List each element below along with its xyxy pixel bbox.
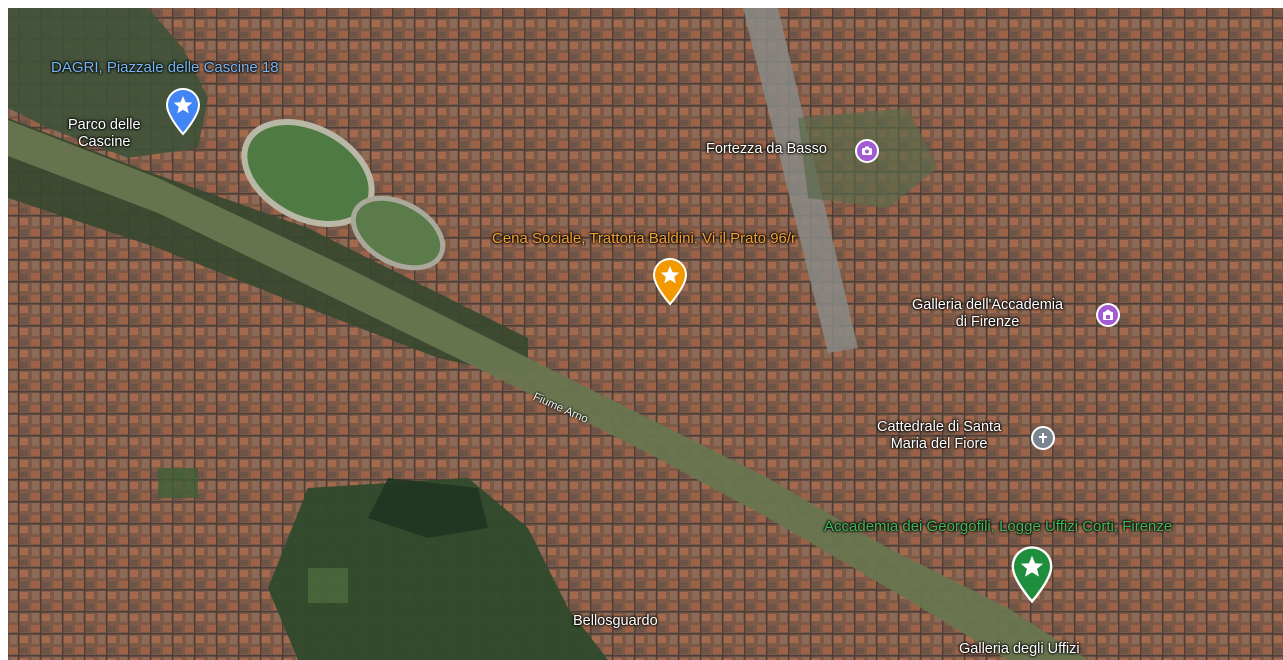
museum-icon[interactable] bbox=[855, 139, 879, 163]
place-label-fortezza-da-basso[interactable]: Fortezza da Basso bbox=[706, 141, 827, 157]
pin-marker-icon bbox=[165, 88, 201, 136]
place-label-galleria-uffizi[interactable]: Galleria degli Uffizi bbox=[959, 641, 1080, 657]
pin-label-dagri[interactable]: DAGRI, Piazzale delle Cascine 18 bbox=[51, 59, 279, 76]
place-label-cattedrale[interactable]: Cattedrale di Santa Maria del Fiore bbox=[877, 419, 1002, 452]
pin-label-cena-sociale[interactable]: Cena Sociale, Trattoria Baldini, Vi il P… bbox=[492, 230, 797, 247]
place-label-bellosguardo[interactable]: Bellosguardo bbox=[573, 613, 658, 629]
pin-cena-sociale[interactable] bbox=[650, 258, 690, 306]
pin-marker-icon bbox=[652, 258, 688, 306]
pin-marker-icon bbox=[1011, 546, 1053, 604]
church-icon[interactable] bbox=[1031, 426, 1055, 450]
star-icon bbox=[173, 96, 193, 114]
pin-label-accademia-georgofili[interactable]: Accademia dei Georgofili, Logge Uffizi C… bbox=[824, 518, 1173, 535]
place-label-parco-delle-cascine[interactable]: Parco delle Cascine bbox=[68, 117, 141, 150]
star-icon bbox=[1020, 555, 1044, 577]
satellite-map[interactable]: DAGRI, Piazzale delle Cascine 18 Cena So… bbox=[8, 8, 1283, 660]
map-imagery bbox=[8, 8, 1283, 660]
museum-icon[interactable] bbox=[1096, 303, 1120, 327]
pin-dagri[interactable] bbox=[163, 88, 203, 136]
star-icon bbox=[660, 266, 680, 284]
pin-accademia-georgofili[interactable] bbox=[1008, 546, 1056, 604]
place-label-galleria-accademia[interactable]: Galleria dell'Accademia di Firenze bbox=[912, 297, 1064, 330]
